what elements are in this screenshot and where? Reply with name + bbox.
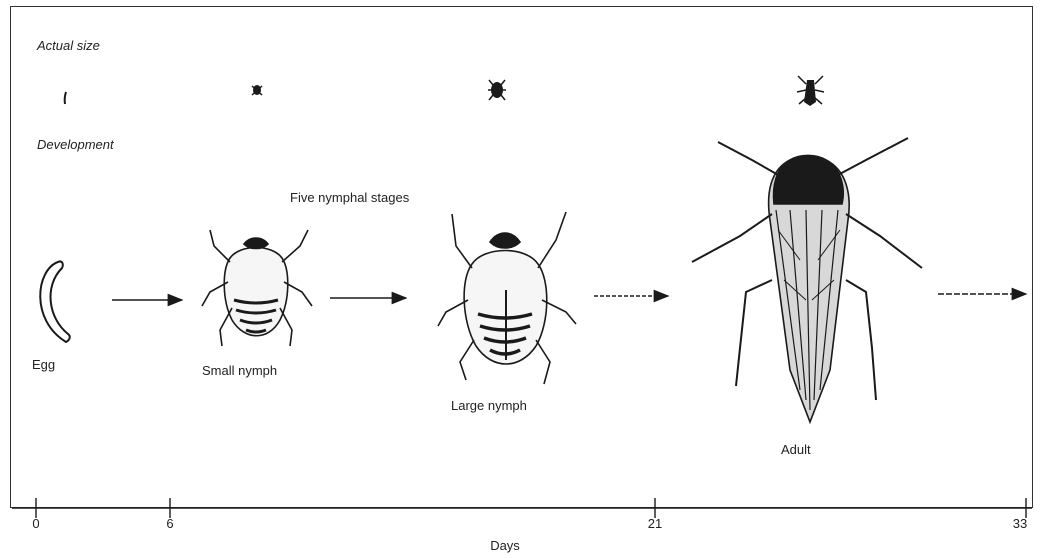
large-nymph-drawing bbox=[438, 212, 576, 384]
actual-size-adult-icon bbox=[797, 76, 824, 106]
tick-label-0: 0 bbox=[32, 516, 39, 531]
tick-label-21: 21 bbox=[648, 516, 662, 531]
large-nymph-label: Large nymph bbox=[451, 398, 527, 413]
small-nymph-drawing bbox=[202, 230, 312, 346]
egg-drawing bbox=[40, 261, 70, 342]
timeline-axis bbox=[12, 498, 1032, 518]
egg-label: Egg bbox=[32, 357, 55, 372]
actual-size-egg-icon bbox=[65, 92, 66, 104]
adult-label: Adult bbox=[781, 442, 811, 457]
small-nymph-label: Small nymph bbox=[202, 363, 277, 378]
tick-label-33: 33 bbox=[1013, 516, 1027, 531]
timeline-axis-label: Days bbox=[490, 538, 520, 553]
actual-size-small-nymph-icon bbox=[252, 85, 262, 95]
actual-size-large-nymph-icon bbox=[488, 80, 506, 100]
adult-drawing bbox=[692, 138, 922, 422]
tick-label-6: 6 bbox=[166, 516, 173, 531]
